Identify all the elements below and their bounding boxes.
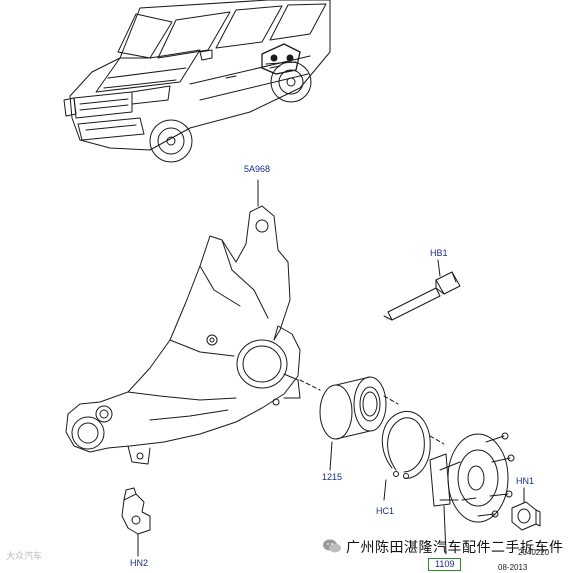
- callout-hub[interactable]: 1109: [428, 558, 462, 571]
- callout-sensor-nut[interactable]: HN2: [130, 558, 149, 568]
- callout-hub-nut[interactable]: HN1: [516, 476, 535, 486]
- weibo-watermark: 大众汽车: [6, 552, 43, 562]
- wheel-hub: [429, 432, 515, 555]
- drawing-date: 08-2013: [498, 563, 528, 572]
- wheel-bearing: [299, 376, 387, 471]
- rear-knuckle: [65, 179, 301, 465]
- callout-circlip[interactable]: HC1: [376, 506, 395, 516]
- wechat-icon: [323, 539, 341, 553]
- circlip: [381, 395, 431, 501]
- callout-knuckle[interactable]: 5A968: [244, 164, 271, 174]
- callout-bearing[interactable]: 1215: [322, 472, 343, 482]
- drawing-number: 2040220: [518, 548, 550, 557]
- hub-nut: [511, 487, 541, 531]
- vehicle-illustration: [63, 0, 331, 163]
- hub-bolt: [383, 259, 461, 321]
- sensor-bracket: [121, 487, 151, 557]
- wechat-account-name: 广州陈田湛隆汽车配件二手拆车件: [346, 540, 564, 556]
- callout-hub-bolt[interactable]: HB1: [430, 248, 448, 258]
